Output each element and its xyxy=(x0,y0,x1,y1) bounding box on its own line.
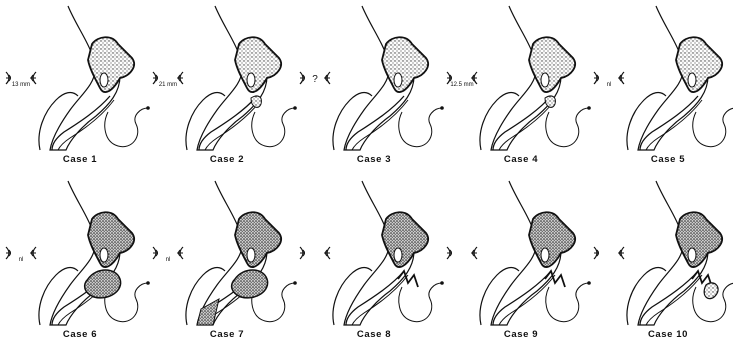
eye-symbol-icon xyxy=(594,247,624,259)
stalk-loop xyxy=(693,108,733,147)
stalk-end xyxy=(293,106,297,110)
case-label: Case 6 xyxy=(63,329,97,340)
case-panel: Case 10 xyxy=(594,181,733,340)
measurement-label: nl xyxy=(607,82,612,88)
case-label: Case 2 xyxy=(210,154,244,165)
lower-contour xyxy=(333,93,372,150)
stippled-bone-mass xyxy=(235,212,281,267)
eye-symbol-icon xyxy=(300,247,330,259)
measurement-label: nl xyxy=(19,257,24,263)
eye-symbol-icon: nl xyxy=(594,72,624,88)
eye-symbol-icon xyxy=(447,247,477,259)
oval-foramen xyxy=(394,73,402,87)
stalk-end xyxy=(587,281,591,285)
oval-foramen xyxy=(394,248,402,262)
stalk-end xyxy=(146,281,150,285)
stippled-bone-mass xyxy=(382,212,428,267)
stippled-bone-mass xyxy=(88,212,134,267)
stalk-loop xyxy=(252,108,295,147)
oval-foramen xyxy=(541,73,549,87)
oval-foramen xyxy=(100,248,108,262)
measurement-label: 12.5 mm xyxy=(450,82,473,88)
lower-contour xyxy=(39,268,78,325)
case-label: Case 9 xyxy=(504,329,538,340)
stippled-bone-mass xyxy=(676,212,722,267)
lower-contour xyxy=(480,93,519,150)
eye-symbol-icon: nl xyxy=(153,247,183,263)
stippled-bone-mass xyxy=(88,37,134,92)
case-label: Case 4 xyxy=(504,154,538,165)
lower-contour xyxy=(333,268,372,325)
stalk-loop xyxy=(105,108,148,147)
case-panel: 21 mm Case 2 xyxy=(153,6,297,165)
eye-symbol-icon: 21 mm xyxy=(153,72,183,88)
stalk-loop xyxy=(546,283,589,322)
stalk-end xyxy=(587,106,591,110)
lesion-extra xyxy=(704,283,718,299)
lower-contour xyxy=(627,268,666,325)
stippled-bone-mass xyxy=(382,37,428,92)
stippled-bone-mass xyxy=(235,37,281,92)
stalk-end xyxy=(440,281,444,285)
eye-symbol-icon: ? xyxy=(300,72,330,85)
case-label: Case 3 xyxy=(357,154,391,165)
lesion-large xyxy=(85,270,121,298)
case-label: Case 1 xyxy=(63,154,97,165)
measurement-label: nl xyxy=(166,257,171,263)
stippled-bone-mass xyxy=(529,212,575,267)
case-label: Case 7 xyxy=(210,329,244,340)
stalk-end xyxy=(440,106,444,110)
measurement-label: 13 mm xyxy=(12,82,30,88)
oval-foramen xyxy=(541,248,549,262)
oval-foramen xyxy=(247,73,255,87)
case-panel: ? Case 3 xyxy=(300,6,444,165)
case-label: Case 8 xyxy=(357,329,391,340)
lesion-large xyxy=(232,270,268,298)
case-panel: nlCase 6 xyxy=(6,181,150,340)
case-panel: 12.5 mm Case 4 xyxy=(447,6,591,165)
stalk-loop xyxy=(546,108,589,147)
eye-symbol-icon: 13 mm xyxy=(6,72,36,88)
lesion-extension xyxy=(197,299,219,325)
stalk-end xyxy=(293,281,297,285)
stalk-end xyxy=(146,106,150,110)
stalk-loop xyxy=(399,283,442,322)
oval-foramen xyxy=(688,73,696,87)
oval-foramen xyxy=(247,248,255,262)
lesion-small xyxy=(251,96,261,107)
case-label: Case 10 xyxy=(648,329,688,340)
stippled-bone-mass xyxy=(676,37,722,92)
oval-foramen xyxy=(100,73,108,87)
oval-foramen xyxy=(688,248,696,262)
case-label: Case 5 xyxy=(651,154,685,165)
eye-symbol-icon: 12.5 mm xyxy=(447,72,477,88)
lower-contour xyxy=(39,93,78,150)
measurement-label: ? xyxy=(312,74,318,85)
lower-contour xyxy=(627,93,666,150)
stippled-bone-mass xyxy=(529,37,575,92)
case-panel: Case 9 xyxy=(447,181,591,340)
stalk-loop xyxy=(399,108,442,147)
lesion-small xyxy=(545,96,555,107)
case-panel: Case 8 xyxy=(300,181,444,340)
eye-symbol-icon: nl xyxy=(6,247,36,263)
measurement-label: 21 mm xyxy=(159,82,177,88)
lower-contour xyxy=(480,268,519,325)
lower-contour xyxy=(186,93,225,150)
case-panel: 13 mm Case 1 xyxy=(6,6,150,165)
